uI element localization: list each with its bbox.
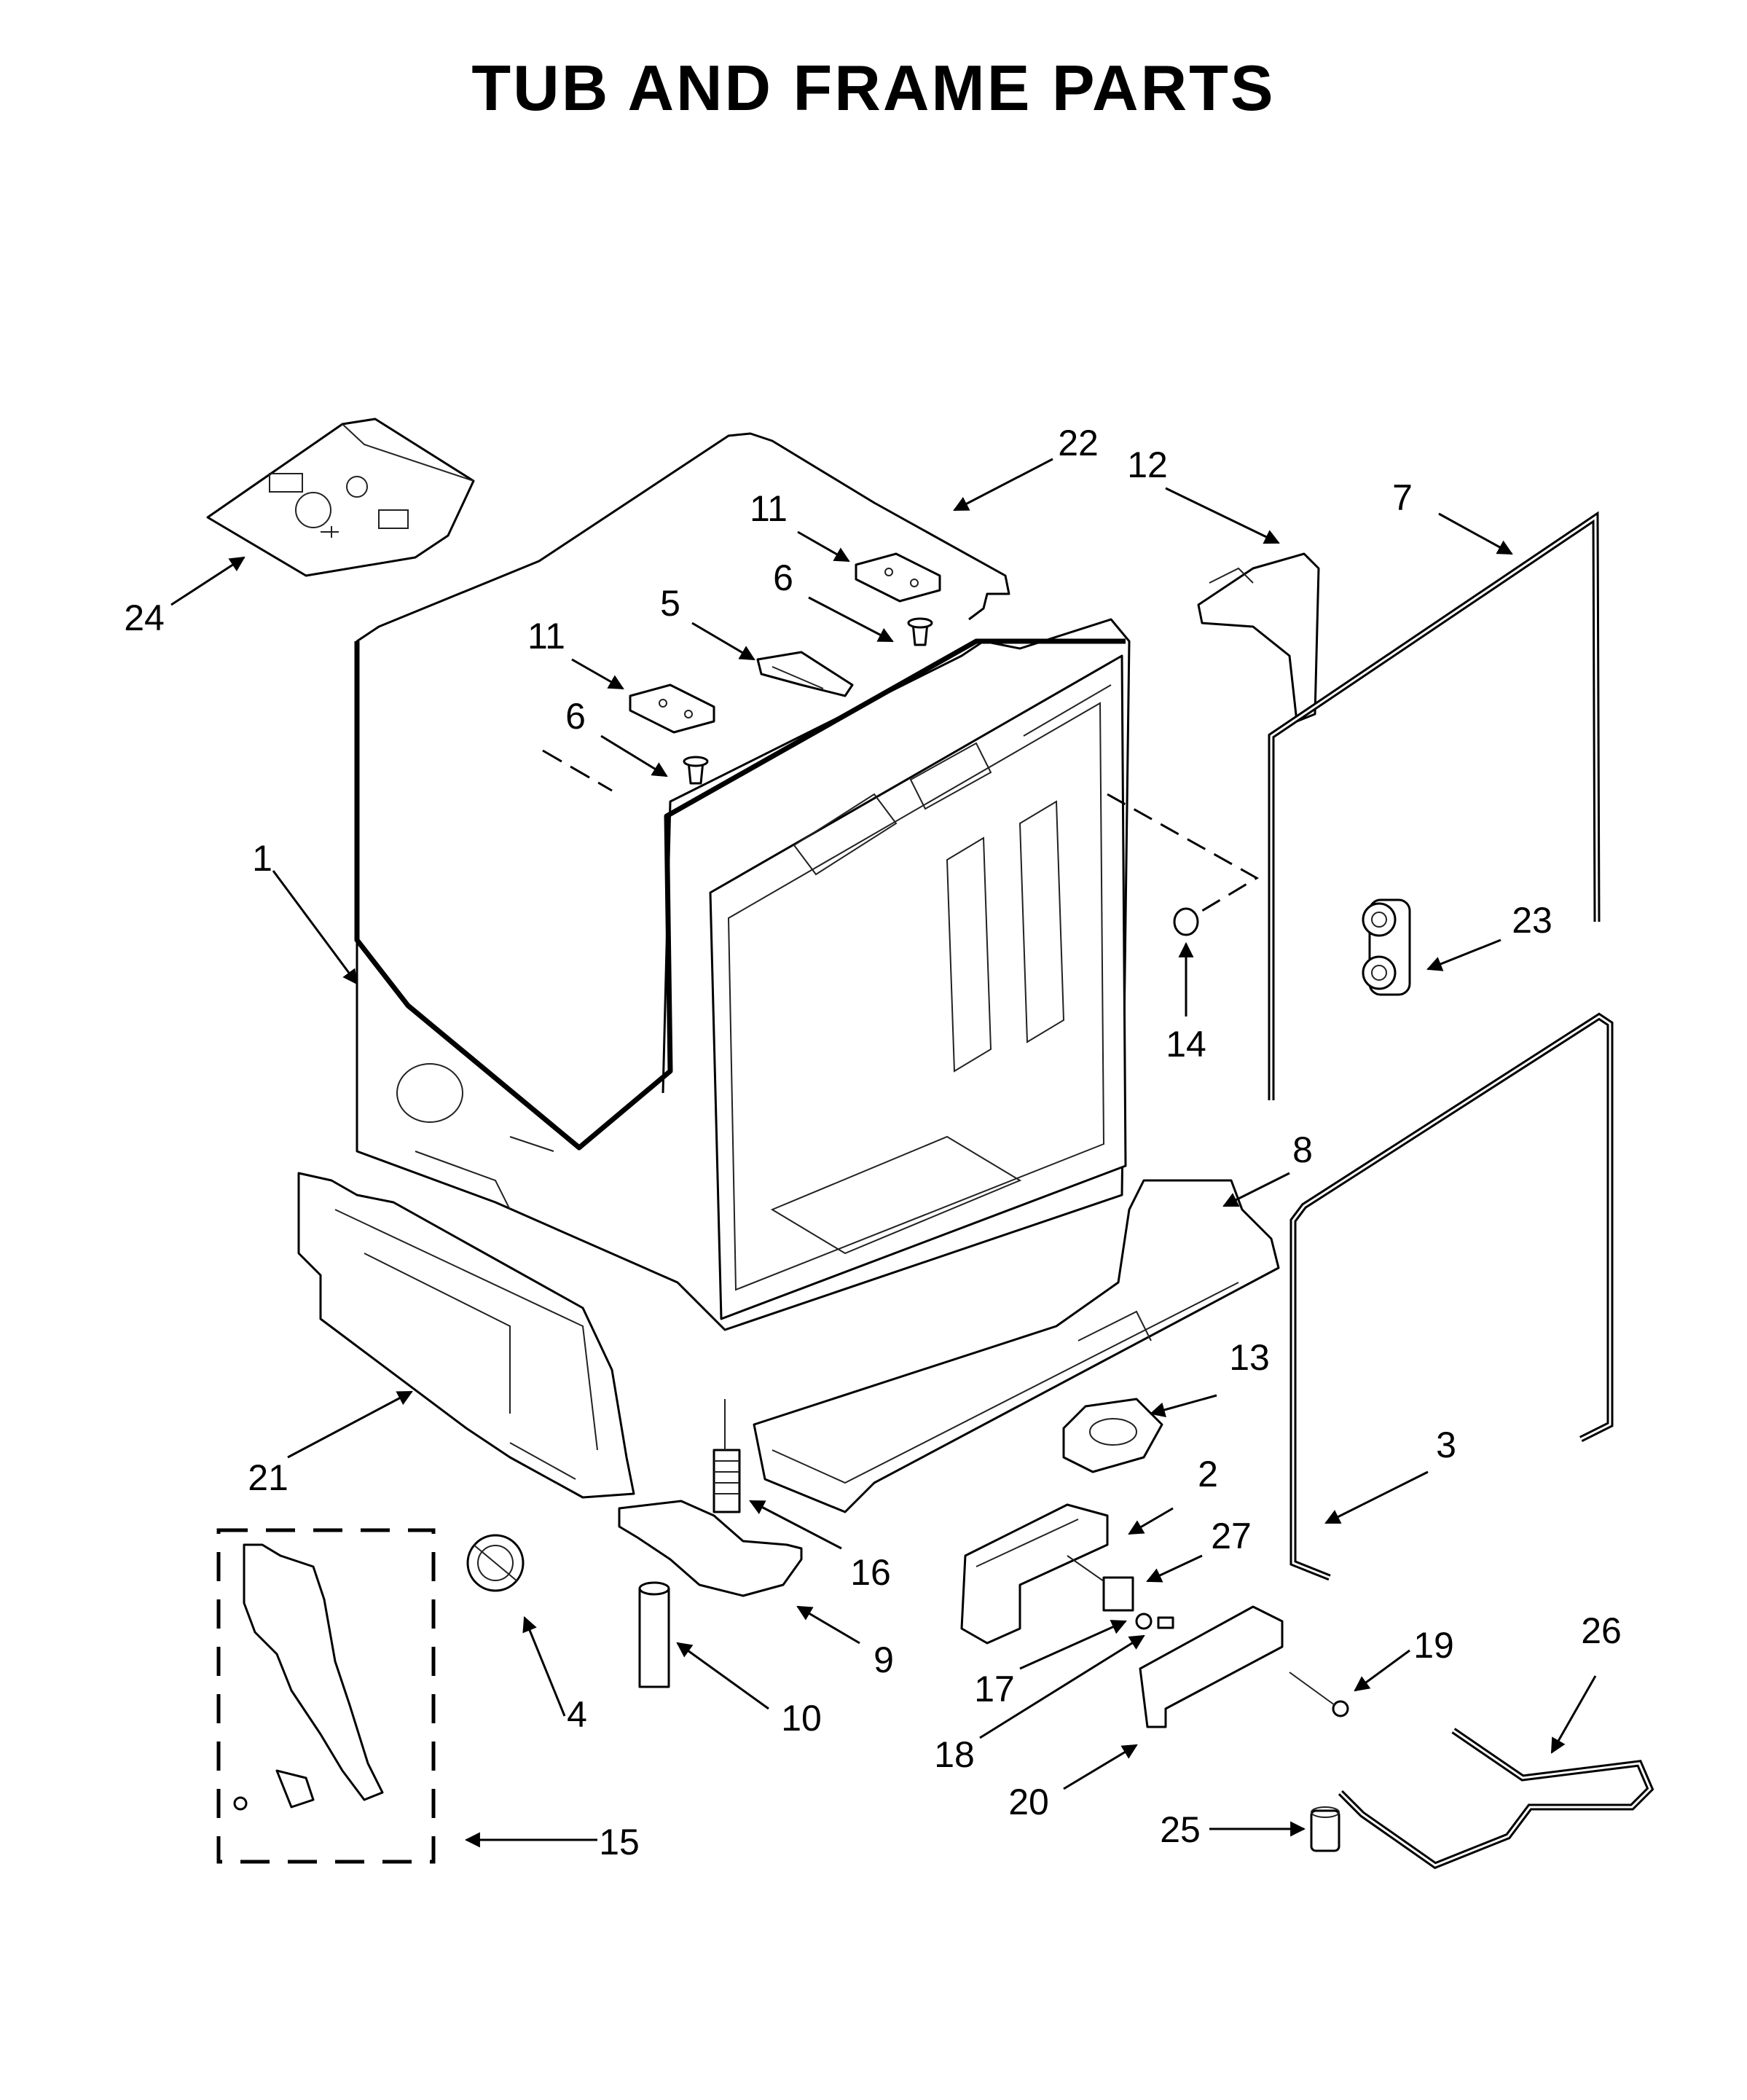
part-2-bracket <box>960 1503 1109 1645</box>
callout-7: 7 <box>1392 477 1413 518</box>
callout-5: 5 <box>660 583 680 624</box>
part-14-plug <box>1107 793 1259 936</box>
callout-14: 14 <box>1166 1024 1206 1065</box>
part-21-front-frame <box>297 1172 635 1499</box>
part-12-trim <box>1197 552 1320 723</box>
callout-11-lower: 11 <box>527 616 565 657</box>
part-11-bracket-upper <box>855 552 941 603</box>
callout-16: 16 <box>850 1552 891 1593</box>
callout-2: 2 <box>1198 1454 1218 1494</box>
part-20-cover <box>1139 1605 1284 1728</box>
part-5-hinge <box>756 651 854 697</box>
callout-27: 27 <box>1211 1516 1252 1556</box>
callout-20: 20 <box>1008 1782 1049 1822</box>
callout-23: 23 <box>1512 900 1552 941</box>
part-19-screw <box>1289 1672 1349 1717</box>
callout-26: 26 <box>1581 1610 1622 1651</box>
callout-4: 4 <box>567 1694 587 1735</box>
part-4-impeller <box>466 1534 525 1592</box>
callout-18: 18 <box>934 1734 975 1775</box>
callout-6-upper: 6 <box>773 557 793 598</box>
part-8-base <box>753 1179 1280 1513</box>
callout-13: 13 <box>1229 1337 1270 1378</box>
part-23-wheels <box>1362 898 1411 996</box>
part-6-screw-lower <box>683 756 709 785</box>
part-10-tube <box>638 1581 670 1688</box>
part-3-seal <box>1289 1012 1614 1581</box>
part-26-harness <box>1338 1728 1654 1870</box>
part-9-channel <box>618 1500 803 1597</box>
callout-10: 10 <box>781 1698 822 1739</box>
callout-1: 1 <box>252 838 272 879</box>
part-17-18-screw <box>1135 1613 1174 1630</box>
callout-24: 24 <box>124 598 165 638</box>
part-16-spring <box>712 1399 741 1513</box>
part-11-bracket-lower <box>629 683 715 734</box>
callout-11-upper: 11 <box>750 488 788 529</box>
leader-lines <box>170 458 1597 1848</box>
callout-22: 22 <box>1058 423 1099 463</box>
part-6-screw-upper <box>907 617 933 646</box>
callout-12: 12 <box>1127 444 1168 485</box>
callout-labels: 1 2 3 4 5 6 6 7 8 9 10 11 11 12 13 14 15… <box>124 423 1622 1862</box>
callout-25: 25 <box>1160 1809 1201 1850</box>
part-7-gasket <box>1268 511 1601 1100</box>
part-15-assembly <box>216 1528 436 1864</box>
callout-19: 19 <box>1413 1625 1454 1666</box>
part-25-ferrite <box>1310 1806 1340 1852</box>
callout-3: 3 <box>1436 1425 1456 1465</box>
callout-6-lower: 6 <box>565 696 586 737</box>
part-27-clip <box>1067 1555 1134 1612</box>
part-13-cup <box>1062 1398 1163 1473</box>
callout-9: 9 <box>874 1639 894 1680</box>
part-24-hardware-bag <box>206 418 475 577</box>
callout-17: 17 <box>974 1669 1015 1709</box>
page-title: TUB AND FRAME PARTS <box>471 52 1276 124</box>
callout-8: 8 <box>1292 1129 1313 1170</box>
callout-21: 21 <box>248 1457 288 1498</box>
part-1-tub <box>354 618 1131 1331</box>
callout-15: 15 <box>599 1822 640 1862</box>
